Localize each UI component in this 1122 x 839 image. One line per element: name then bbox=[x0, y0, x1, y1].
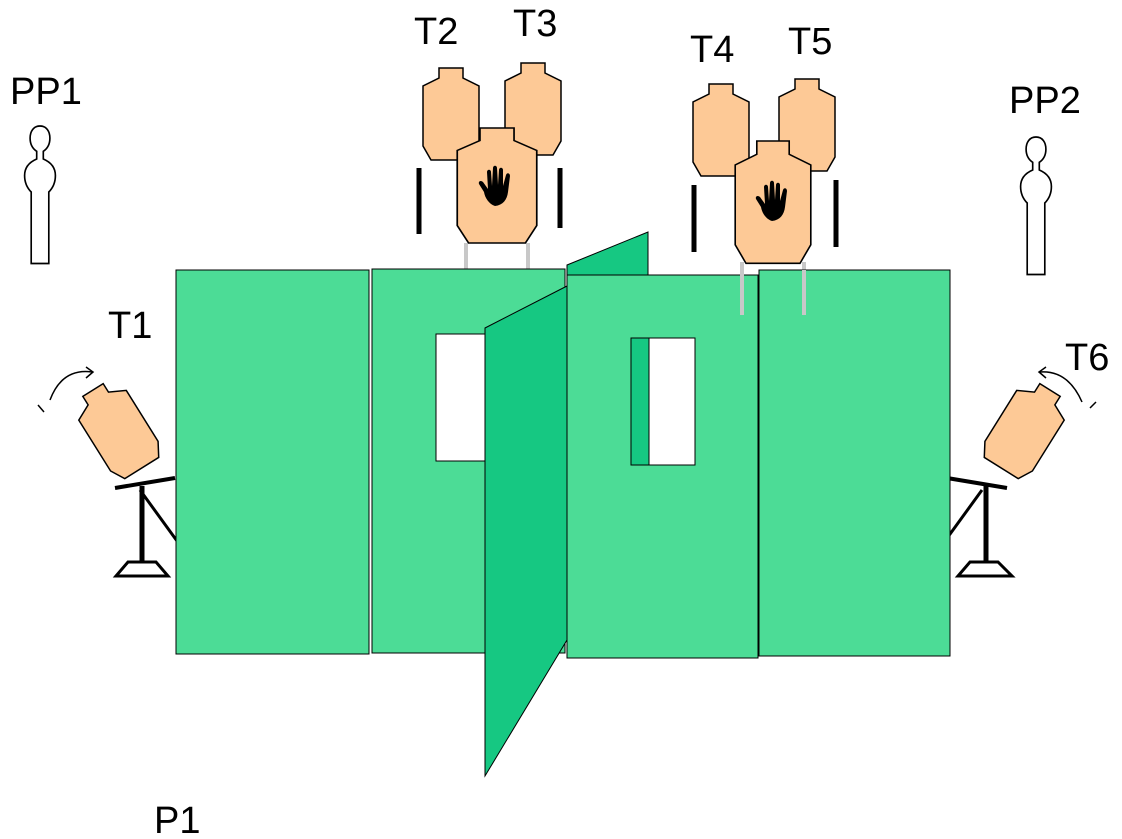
arrow-head bbox=[1037, 366, 1047, 379]
wall-panel-1 bbox=[175, 269, 370, 655]
tick-mark bbox=[37, 404, 45, 413]
swinging-door bbox=[484, 285, 568, 778]
person-silhouette-icon bbox=[23, 125, 57, 265]
wall-panel-3 bbox=[566, 274, 759, 659]
label-t4: T4 bbox=[690, 29, 734, 71]
stand-base bbox=[112, 560, 172, 578]
target-group-left bbox=[416, 62, 563, 270]
window-opening-left bbox=[435, 333, 487, 462]
curved-arrow-icon bbox=[1039, 371, 1083, 403]
label-p1: P1 bbox=[154, 800, 200, 839]
person-silhouette-icon bbox=[1019, 136, 1053, 276]
stand-arm bbox=[114, 476, 176, 490]
label-pp2: PP2 bbox=[1009, 80, 1081, 122]
tick-mark bbox=[1089, 401, 1097, 409]
swinger-target-t6 bbox=[935, 366, 1097, 578]
arrow-head bbox=[85, 366, 95, 379]
label-t5: T5 bbox=[788, 21, 832, 63]
wall-panel-4 bbox=[758, 269, 951, 657]
door-upper-panel bbox=[566, 231, 649, 276]
stand-arm bbox=[946, 476, 1008, 490]
curved-arrow-icon bbox=[49, 370, 93, 401]
label-t1: T1 bbox=[108, 305, 152, 347]
label-t3: T3 bbox=[513, 3, 557, 45]
swinger-target-t1 bbox=[37, 366, 187, 578]
label-t6: T6 bbox=[1065, 337, 1109, 379]
target-t1 bbox=[68, 374, 167, 484]
label-pp1: PP1 bbox=[10, 71, 82, 113]
stand-base bbox=[954, 560, 1016, 578]
window-shutter bbox=[630, 337, 650, 466]
target-t6 bbox=[976, 374, 1075, 484]
label-t2: T2 bbox=[414, 11, 458, 53]
